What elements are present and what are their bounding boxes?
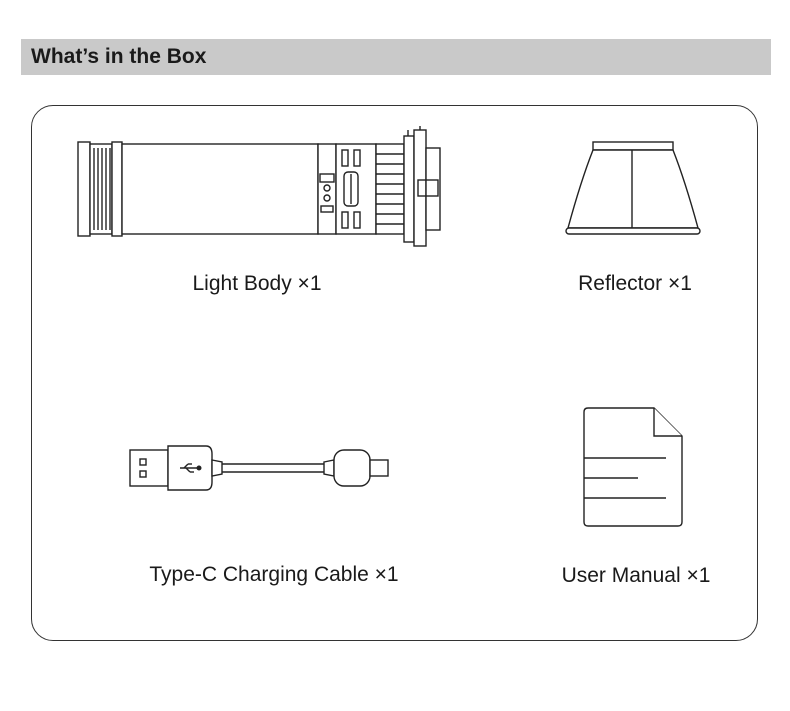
section-title: What’s in the Box xyxy=(31,45,207,68)
item-label-reflector: Reflector ×1 xyxy=(578,272,692,295)
item-label-light-body: Light Body ×1 xyxy=(192,272,322,295)
user-manual-icon xyxy=(583,407,683,527)
type-c-cable-icon xyxy=(129,445,389,491)
item-label-user-manual: User Manual ×1 xyxy=(561,564,711,587)
reflector-icon xyxy=(565,141,701,235)
section-header: What’s in the Box xyxy=(21,39,771,75)
item-label-type-c-cable: Type-C Charging Cable ×1 xyxy=(149,563,399,586)
box-contents-panel xyxy=(31,105,758,641)
light-body-icon xyxy=(77,126,441,247)
